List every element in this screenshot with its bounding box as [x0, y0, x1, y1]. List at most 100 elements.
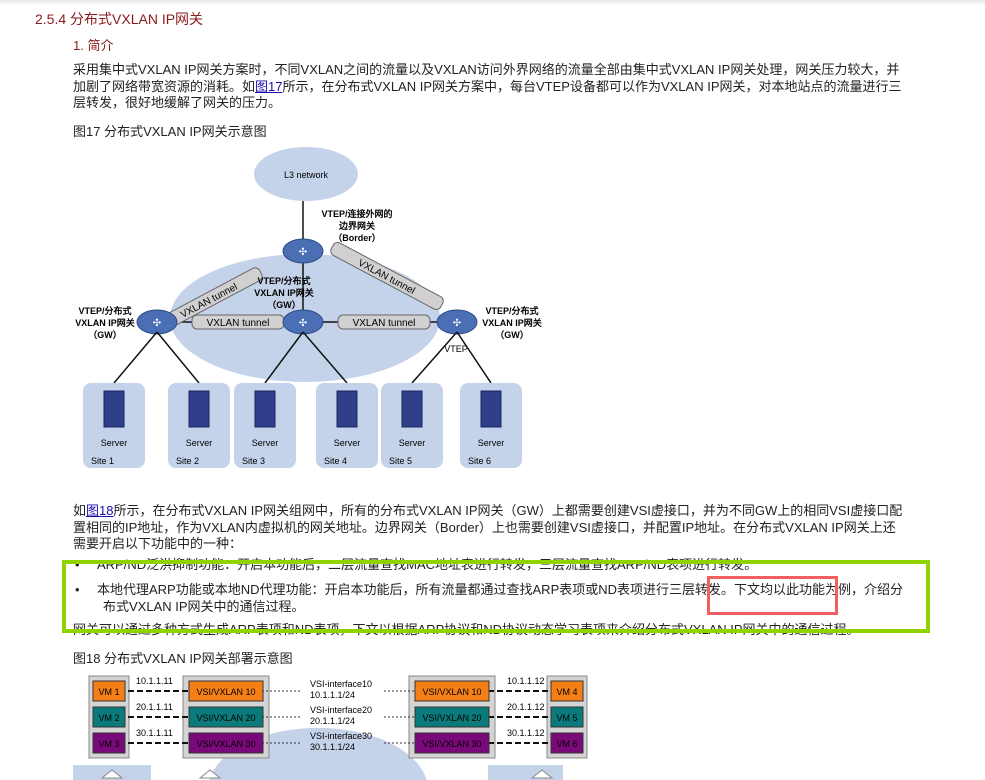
diagram-shape: L3 network VXLAN tunnel VXLAN tunnel VXL…: [75, 147, 542, 468]
router-icon-right: ✣: [436, 309, 478, 335]
diagram-shape: ✣: [453, 318, 461, 329]
diagram-shape: VXLAN tunnel: [207, 318, 270, 329]
diagram-shape: ✣: [299, 247, 307, 258]
diagram-shape: VTEP/连接外网的: [321, 208, 392, 219]
site-label: Site 3: [242, 456, 265, 466]
diagram-shape: （GW）: [495, 330, 529, 340]
ip-label: 20.1.1.12: [507, 702, 545, 712]
diagram-shape: [100, 769, 554, 779]
vsi-box: [414, 706, 490, 728]
ip-label: 20.1.1.11: [136, 702, 173, 712]
figure18-link[interactable]: 图18: [86, 503, 114, 518]
ip-label: 10.1.1.12: [507, 676, 545, 686]
ip-label: 30.1.1.12: [507, 728, 545, 738]
figure18-caption: 图18 分布式VXLAN IP网关部署示意图: [73, 651, 293, 666]
text: 布式VXLAN IP网关中的通信过程。: [103, 598, 305, 614]
server-label: Server: [252, 438, 279, 448]
diagram-shape: VTEP/分布式: [257, 275, 310, 286]
vsi-label: VSI/VXLAN 10: [196, 687, 255, 697]
diagram-shape: （GW）: [88, 330, 122, 340]
figure17-link[interactable]: 图17: [255, 78, 283, 94]
tunnel-right: VXLAN tunnel: [337, 314, 431, 330]
highlighted-text: 下文均以此功能为例，: [734, 582, 865, 597]
server-icon: [254, 390, 276, 428]
text-line: 置相同的IP地址，作为VXLAN内虚拟机的网关地址。边界网关（Border）上也…: [73, 519, 896, 535]
diagram-shape: ✣: [299, 318, 307, 329]
gateway-label: 10.1.1.1/24: [310, 690, 355, 700]
diagram-shape: [436, 309, 478, 335]
text: 本地代理ARP功能或本地ND代理功能：开启本功能后，所有流量都通过查找ARP表项…: [97, 582, 735, 597]
vsi-box: [414, 680, 490, 702]
bullet-dot: •: [75, 582, 80, 597]
vm-label: VM 4: [556, 687, 577, 697]
vsi-box: [188, 706, 264, 728]
site-label: Site 6: [468, 456, 491, 466]
interface-label: VSI-interface30: [310, 731, 372, 741]
intro-paragraph: 采用集中式VXLAN IP网关方案时，不同VXLAN之间的流量以及VXLAN访问…: [73, 62, 902, 112]
text-line: 如图18所示，在分布式VXLAN IP网关组网中，所有的分布式VXLAN IP网…: [73, 503, 902, 520]
vm-label: VM 3: [98, 739, 119, 749]
text-line: 采用集中式VXLAN IP网关方案时，不同VXLAN之间的流量以及VXLAN访问…: [73, 62, 900, 77]
server-icon: [401, 390, 423, 428]
diagram-shape: [113, 331, 158, 384]
site-label: Site 5: [389, 456, 412, 466]
diagram-shape: VTEP/分布式: [485, 305, 538, 316]
site-label: Site 2: [176, 456, 199, 466]
vm-label: VM 6: [556, 739, 577, 749]
vm-box: [550, 732, 584, 754]
server-label: Server: [399, 438, 426, 448]
vsi-label: VSI/VXLAN 20: [422, 713, 481, 723]
diagram-shape: VXLAN IP网关: [482, 317, 542, 328]
text-line: 需要开启以下功能中的一种：: [73, 536, 243, 551]
server-label: Server: [334, 438, 361, 448]
ip-label: 30.1.1.11: [136, 728, 173, 738]
l3-network-ellipse: [254, 147, 358, 201]
vm-box: [92, 732, 126, 754]
gw-label-left: VTEP/分布式VXLAN IP网关（GW）: [75, 305, 135, 340]
router-icon-left: ✣: [136, 309, 178, 335]
server-icon: [103, 390, 125, 428]
gateway-label: 30.1.1.1/24: [310, 742, 355, 752]
text: 所示，在分布式VXLAN IP网关方案中，每台VTEP设备都可以作为VXLAN …: [282, 78, 902, 94]
vm-box: [92, 706, 126, 728]
tunnel-left: VXLAN tunnel: [191, 314, 285, 330]
gw-label-right: VTEP/分布式VXLAN IP网关 （GW）: [482, 305, 542, 340]
diagram-shape: （Border）: [333, 233, 381, 243]
l3-network-label: L3 network: [284, 170, 329, 180]
text: 介绍分: [864, 582, 904, 597]
green-highlight-box: [62, 560, 930, 633]
server-label: Server: [478, 438, 505, 448]
interface-label: VSI-interface10: [310, 679, 372, 689]
diagram-shape: [282, 309, 324, 335]
router-icon-border: ✣: [282, 238, 324, 264]
vsi-box: [414, 732, 490, 754]
diagram-shape: [411, 331, 458, 384]
diagram-shape: [456, 331, 492, 384]
text: 加剧了网络带宽资源的消耗。如: [73, 78, 256, 94]
top-shadow: [0, 0, 985, 5]
diagram-shape: ✣: [153, 318, 161, 329]
figure17-diagram: L3 network VXLAN tunnel VXLAN tunnel VXL…: [75, 147, 542, 468]
bullet-dot: •: [75, 557, 80, 572]
diagram-shape: [282, 238, 324, 264]
server-icon: [336, 390, 358, 428]
site-label: Site 4: [324, 456, 347, 466]
vsi-box: [188, 732, 264, 754]
text-line: 加剧了网络带宽资源的消耗。如图17所示，在分布式VXLAN IP网关方案中，每台…: [73, 79, 902, 96]
vm-box: [550, 706, 584, 728]
diagram-shape: [264, 331, 304, 384]
server-label: Server: [101, 438, 128, 448]
site-label: Site 1: [91, 456, 114, 466]
interface-label: VSI-interface20: [310, 705, 372, 715]
vm-box: [92, 680, 126, 702]
subheading: 1. 简介: [73, 38, 114, 53]
